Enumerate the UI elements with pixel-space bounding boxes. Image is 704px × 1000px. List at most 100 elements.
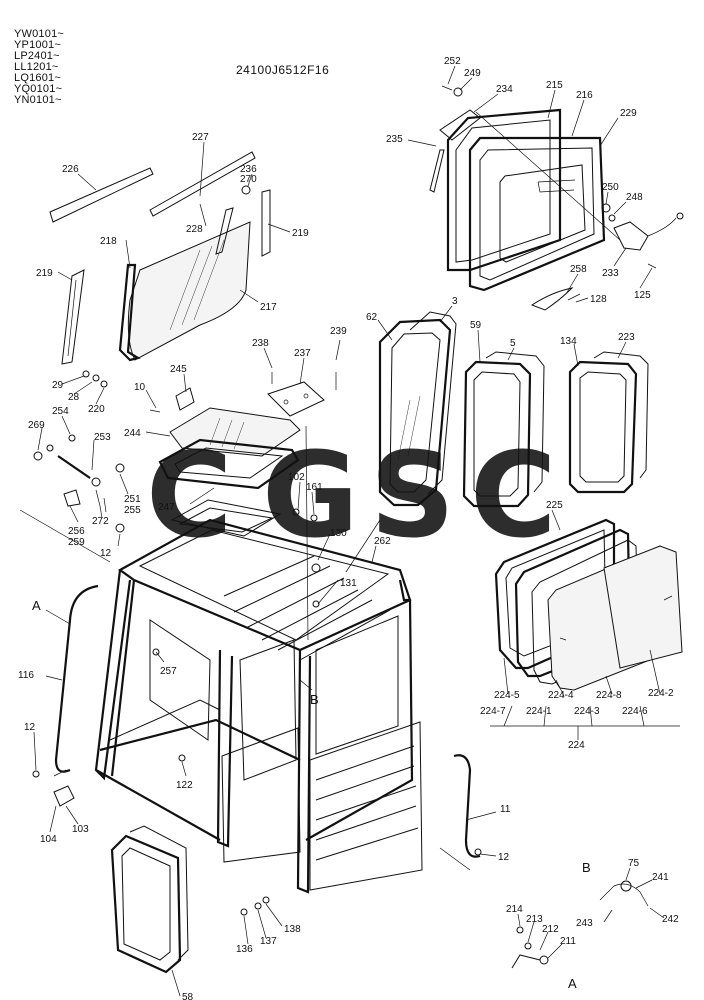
callout-29: 29 xyxy=(52,380,64,391)
callout-104: 104 xyxy=(40,834,57,845)
callout-247: 247 xyxy=(158,502,175,513)
callout-249: 249 xyxy=(464,68,481,79)
serial-range-2: YP1001~ xyxy=(14,39,61,51)
callout-224-7: 224-7 xyxy=(480,706,506,717)
callout-250: 250 xyxy=(602,182,619,193)
callout-11: 11 xyxy=(500,804,511,815)
watermark-letter-3: S xyxy=(370,426,455,564)
callout-130: 130 xyxy=(330,528,347,539)
callout-242: 242 xyxy=(662,914,679,925)
door-glass-stack-group xyxy=(494,518,683,691)
callout-224-6: 224-6 xyxy=(622,706,648,717)
watermark-letter-1: C xyxy=(146,426,233,564)
callout-224-2: 224-2 xyxy=(648,688,674,699)
callout-218: 218 xyxy=(100,236,117,247)
callout-241: 241 xyxy=(652,872,669,883)
callout-131: 131 xyxy=(340,578,357,589)
callout-270: 270 xyxy=(240,174,257,185)
callout-125: 125 xyxy=(634,290,651,301)
callout-224: 224 xyxy=(568,740,585,751)
callout-243: 243 xyxy=(576,918,593,929)
callout-244: 244 xyxy=(124,428,141,439)
handle-group xyxy=(33,409,161,533)
callout-252: 252 xyxy=(444,56,461,67)
roof-hatch-group xyxy=(158,372,337,490)
callout-211: 211 xyxy=(560,936,576,947)
callout-161: 161 xyxy=(306,482,323,493)
callout-256: 256 xyxy=(68,526,85,537)
callout-259: 259 xyxy=(68,537,85,548)
callout-136: 136 xyxy=(236,944,253,955)
callout-B-detail: B xyxy=(582,860,591,875)
callout-262: 262 xyxy=(374,536,391,547)
callout-239: 239 xyxy=(330,326,347,337)
serial-range-7: YN0101~ xyxy=(14,94,62,106)
callout-216: 216 xyxy=(576,90,593,101)
cab-body-group xyxy=(19,425,649,974)
callout-212: 212 xyxy=(542,924,559,935)
callout-245: 245 xyxy=(170,364,187,375)
callout-122: 122 xyxy=(176,780,193,791)
callout-258: 258 xyxy=(570,264,587,275)
callout-138: 138 xyxy=(284,924,301,935)
serial-range-4: LL1201~ xyxy=(14,61,59,73)
diagram-code: 24100J6512F16 xyxy=(236,63,330,77)
callout-257: 257 xyxy=(160,666,177,677)
callouts: 252 249 234 215 216 229 235 250 248 233 … xyxy=(18,56,679,1000)
callout-223: 223 xyxy=(618,332,635,343)
serial-range-1: YW0101~ xyxy=(14,28,65,40)
callout-224-3: 224-3 xyxy=(574,706,600,717)
callout-134: 134 xyxy=(560,336,577,347)
callout-248: 248 xyxy=(626,192,643,203)
callout-238: 238 xyxy=(252,338,269,349)
callout-3: 3 xyxy=(452,296,458,307)
callout-227: 227 xyxy=(192,132,209,143)
callout-59: 59 xyxy=(470,320,482,331)
callout-12-right: 12 xyxy=(498,852,510,863)
leader-lines xyxy=(33,65,680,997)
callout-226: 226 xyxy=(62,164,79,175)
door-frame-group xyxy=(429,85,684,311)
callout-10: 10 xyxy=(134,382,146,393)
callout-58: 58 xyxy=(182,992,194,1000)
callout-103: 103 xyxy=(72,824,89,835)
callout-102: 102 xyxy=(288,472,305,483)
callout-219-left: 219 xyxy=(36,268,53,279)
callout-229: 229 xyxy=(620,108,637,119)
serial-range-6: YQ0101~ xyxy=(14,83,63,95)
callout-128: 128 xyxy=(590,294,607,305)
serial-range-3: LP2401~ xyxy=(14,50,60,62)
callout-236: 236 xyxy=(240,164,257,175)
callout-225: 225 xyxy=(546,500,563,511)
callout-62: 62 xyxy=(366,312,378,323)
watermark-letter-4: C xyxy=(470,426,557,564)
watermark-letter-2: G xyxy=(262,426,359,564)
callout-272: 272 xyxy=(92,516,109,527)
callout-219-top: 219 xyxy=(292,228,309,239)
callout-12-upper: 12 xyxy=(100,548,112,559)
callout-75: 75 xyxy=(628,858,640,869)
callout-224-1: 224-1 xyxy=(526,706,552,717)
callout-12-left: 12 xyxy=(24,722,36,733)
callout-224-4: 224-4 xyxy=(548,690,574,701)
callout-215: 215 xyxy=(546,80,563,91)
callout-228: 228 xyxy=(186,224,203,235)
side-windows-group xyxy=(378,311,649,508)
callout-28: 28 xyxy=(68,392,80,403)
roof-glass-group xyxy=(49,151,271,388)
callout-269: 269 xyxy=(28,420,45,431)
callout-255: 255 xyxy=(124,505,141,516)
callout-5: 5 xyxy=(510,338,516,349)
serial-range-5: LQ1601~ xyxy=(14,72,61,84)
watermark: C G S C xyxy=(146,426,557,564)
callout-217: 217 xyxy=(260,302,277,313)
callout-254: 254 xyxy=(52,406,69,417)
callout-234: 234 xyxy=(496,84,513,95)
callout-A-left: A xyxy=(32,598,41,613)
callout-224-8: 224-8 xyxy=(596,690,622,701)
callout-213: 213 xyxy=(526,914,543,925)
callout-237: 237 xyxy=(294,348,311,359)
callout-233: 233 xyxy=(602,268,619,279)
callout-251: 251 xyxy=(124,494,141,505)
